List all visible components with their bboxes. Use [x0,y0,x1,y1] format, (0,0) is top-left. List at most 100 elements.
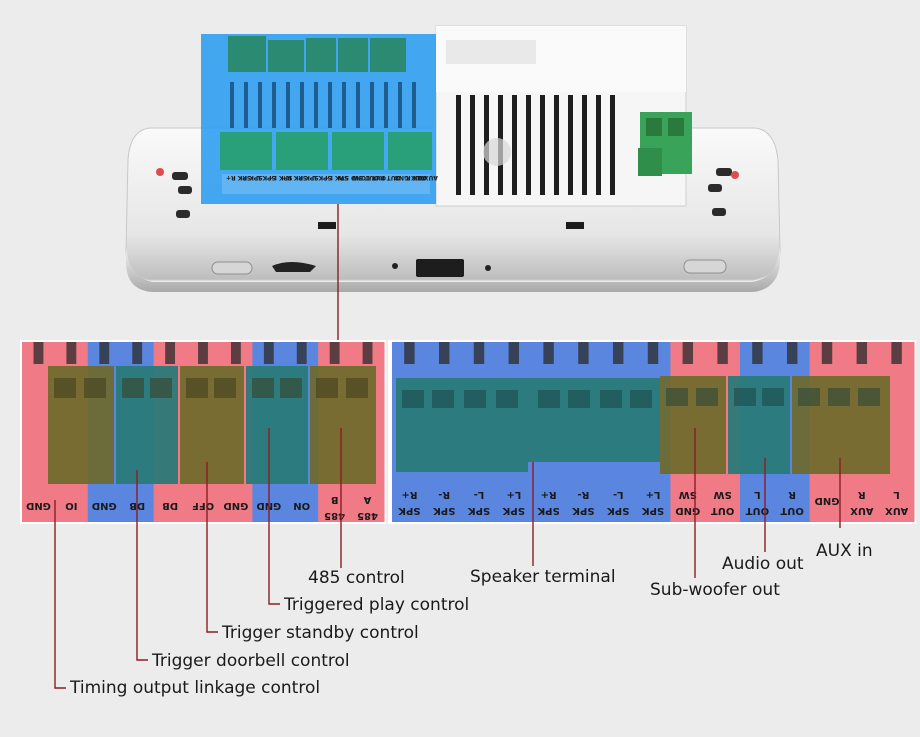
callout-lines [54,428,841,689]
side-button-right [683,259,727,274]
left-pin-label: IO [65,500,77,511]
right-terminal-bodies [396,376,890,474]
left-pin-label: GND [223,500,248,511]
left-pin-label: OFF [192,500,214,511]
right-pin-label: OUT [746,505,770,516]
right-pin-label: R [858,489,866,500]
right-pin-label: SPK [467,505,491,516]
photo-pin-label: GND SW [338,174,366,181]
left-pin-label: 485 [324,510,345,521]
photo-pin-label: AUX L [418,174,438,181]
right-pin-label: SPK [606,505,630,516]
left-pin-label: B [331,494,339,505]
photo-pin-label: OUT L [366,174,386,181]
left-pin-label: GND [26,500,51,511]
ir-sensor [485,265,491,271]
left-pin-top [33,342,44,364]
back-slot-1 [318,222,336,229]
left-pin-label: GND [92,500,117,511]
left-pin-top [165,342,176,364]
right-pin-top [647,342,659,364]
back-slot-2 [566,222,584,229]
right-pin-top [508,342,520,364]
left-pin-top [132,342,143,364]
label-485-control: 485 control [308,568,405,588]
side-button-left [211,261,253,275]
right-pin-label: L [893,489,900,500]
right-pin-top [752,342,763,364]
photo-pin-label: SPK R+ [282,174,307,181]
label-trigger-doorbell: Trigger doorbell control [151,651,350,671]
photo-pin-labels: SPK R+ SPK R- SPK L- SPK L+ SPK R+ SPK R… [222,174,438,194]
photo-pin-label: AUX R [406,174,427,181]
right-pin-top [543,342,554,364]
right-pin-label: L+ [646,489,661,500]
label-subwoofer-out: Sub-woofer out [650,580,780,600]
right-pin-label: SPK [397,505,421,516]
left-pin-label: A [363,494,371,505]
right-pin-label: R- [438,489,450,500]
right-pin-label: SPK [501,505,525,516]
photo-pin-label: SPK R+ [226,174,251,181]
status-led-left [156,168,164,176]
left-pin-top [230,342,241,364]
callout-labels: 485 control Triggered play control Trigg… [69,541,873,698]
label-speaker-terminal: Speaker terminal [470,567,616,587]
right-pin-top [682,342,694,364]
photo-pin-label: SPK R- [240,174,263,181]
photo-pin-label: SPK R- [296,174,319,181]
right-pin-label: SPK [536,505,560,516]
right-pin-top [717,342,728,364]
right-pin-label: R+ [401,489,417,500]
right-pin-label: SW [713,489,731,500]
right-pin-label: AUX [885,505,909,516]
right-pin-label: L- [474,489,485,500]
left-pin-label: ON [293,500,310,511]
right-pin-label: OUT [711,505,735,516]
right-terminal-block: SPKR+SPKR-SPKL-SPKL+SPKR+SPKR-SPKL-SPKL+… [388,340,916,524]
photo-pin-label: SPK L+ [268,174,292,181]
label-triggered-play: Triggered play control [283,595,469,615]
right-pin-label: SW [679,489,697,500]
photo-pin-label: AUX GND [394,174,425,181]
right-pin-label: R [788,489,796,500]
right-pin-top [438,342,450,364]
photo-terminal-blocks-top [228,36,406,72]
product-sticker [446,40,536,64]
right-pin-label: AUX [850,505,874,516]
right-pin-top [578,342,589,364]
right-pin-top [473,342,485,364]
device-photo: SPK R+ SPK R- SPK L- SPK L+ SPK R+ SPK R… [125,25,781,292]
left-screw-slots [54,378,368,398]
right-screw-slots [402,388,880,408]
right-pin-label: GND [675,505,700,516]
photo-pin-label: SPK L- [310,174,332,181]
photo-pin-label: OUT R [380,174,401,181]
power-connector [638,112,692,176]
leader-timing-output [54,500,66,689]
left-pin-top [99,342,110,364]
label-trigger-standby: Trigger standby control [221,623,419,643]
label-timing-output: Timing output linkage control [69,678,320,698]
right-pin-label: R+ [541,489,557,500]
photo-terminal-blocks-bottom [220,132,432,170]
left-pin-top [198,342,208,364]
right-pin-label: OUT [780,505,804,516]
left-pin-top [329,342,340,364]
right-pin-top [821,342,833,364]
right-pin-label: SPK [571,505,595,516]
mounting-slots [172,168,732,218]
photo-pin-label: SPK L- [254,174,276,181]
photo-pcb-lines [230,82,416,128]
left-pin-top [263,342,274,364]
right-pin-label: GND [815,495,840,506]
left-pin-top [362,342,373,364]
right-pin-top [856,342,868,364]
leader-triggered-play [268,428,280,605]
leader-trigger-standby [206,462,218,633]
device-rim [126,246,780,292]
leader-trigger-doorbell [136,470,148,661]
right-pin-top [786,342,798,364]
